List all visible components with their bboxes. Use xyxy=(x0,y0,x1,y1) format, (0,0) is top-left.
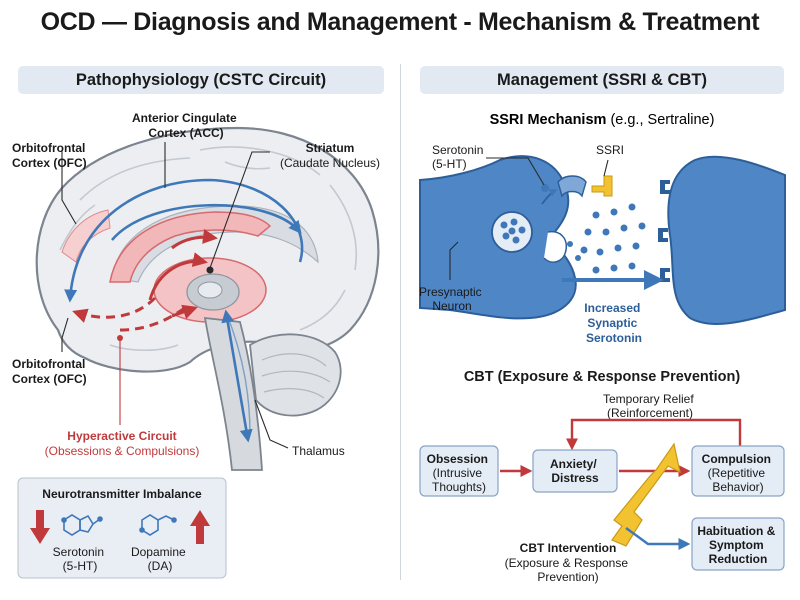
presynaptic-neuron-label: Presynaptic Neuron xyxy=(419,285,485,313)
anxiety-box xyxy=(532,449,618,493)
red-circuit-arrows xyxy=(72,228,218,332)
habituation-arrow xyxy=(625,527,691,550)
ssri-leader-lines xyxy=(449,157,609,280)
compulsion-text: Compulsion (Repetitive Behavior) xyxy=(702,452,775,494)
receptors xyxy=(658,180,670,282)
hyperactive-circuit-sub-label: (Obsessions & Compulsions) xyxy=(45,444,200,458)
temporary-relief-label: Temporary Relief (Reinforcement) xyxy=(603,392,697,420)
neurotransmitter-box: Neurotransmitter Imbalance Serotonin (5-… xyxy=(17,477,227,579)
synapse-illustration xyxy=(419,155,786,325)
acc-label: Anterior Cingulate Cortex (ACC) xyxy=(132,111,240,140)
serotonin-molecule-icon xyxy=(61,514,103,536)
ssri-serotonin-label: Serotonin (5-HT) xyxy=(432,143,487,171)
compulsion-box xyxy=(691,445,785,497)
striatum-sub-label: (Caudate Nucleus) xyxy=(280,156,380,170)
striatum-label: Striatum xyxy=(306,141,355,155)
postsynaptic-neuron xyxy=(667,155,786,325)
left-panel-header: Pathophysiology (CSTC Circuit) xyxy=(18,66,384,94)
dopamine-increase-arrow-icon xyxy=(190,510,210,544)
blue-circuit-arrows xyxy=(64,178,304,443)
ssri-blocker-icon xyxy=(591,175,613,197)
cbt-intervention-sub-label: (Exposure & Response Prevention) xyxy=(505,556,632,584)
increased-serotonin-label: Increased Synaptic Serotonin xyxy=(584,301,643,345)
ssri-title: SSRI Mechanism (e.g., Sertraline) xyxy=(490,112,715,128)
right-panel-header: Management (SSRI & CBT) xyxy=(420,66,784,94)
panel-divider xyxy=(400,64,401,580)
main-title: OCD — Diagnosis and Management - Mechani… xyxy=(40,8,760,36)
cerebellum xyxy=(249,333,342,417)
reuptake-transporter xyxy=(557,175,587,198)
thalamus-label: Thalamus xyxy=(292,444,345,458)
obsession-box xyxy=(419,445,499,497)
cbt-intervention-label: CBT Intervention xyxy=(520,541,617,555)
relief-feedback-arrow xyxy=(566,418,742,451)
neurotransmitter-title: Neurotransmitter Imbalance xyxy=(42,487,202,501)
anxiety-text: Anxiety/ Distress xyxy=(550,457,600,485)
ssri-label: SSRI xyxy=(596,143,624,157)
ofc-bottom-label: Orbitofrontal Cortex (OFC) xyxy=(12,357,89,386)
cbt-title: CBT (Exposure & Response Prevention) xyxy=(464,369,741,385)
leader-lines xyxy=(61,142,289,449)
hyperactive-circuit-label: Hyperactive Circuit xyxy=(67,429,176,443)
synaptic-serotonin-dots xyxy=(541,184,646,274)
obsession-text: Obsession (Intrusive Thoughts) xyxy=(427,452,492,494)
cerebrum-shape xyxy=(35,126,380,373)
cingulate-hyperactive-region xyxy=(109,211,272,283)
serotonin-decrease-arrow-icon xyxy=(30,510,50,544)
ofc-hyperactive-region xyxy=(61,209,111,263)
gyri-texture xyxy=(59,146,358,351)
cbt-intervention-arrow xyxy=(611,442,681,547)
habituation-box xyxy=(691,517,785,571)
habituation-text: Habituation & Symptom Reduction xyxy=(697,524,778,566)
serotonin-label: Serotonin (5-HT) xyxy=(53,545,108,573)
dopamine-label: Dopamine (DA) xyxy=(131,545,189,573)
ofc-top-label: Orbitofrontal Cortex (OFC) xyxy=(12,141,89,170)
dopamine-molecule-icon xyxy=(139,514,177,536)
